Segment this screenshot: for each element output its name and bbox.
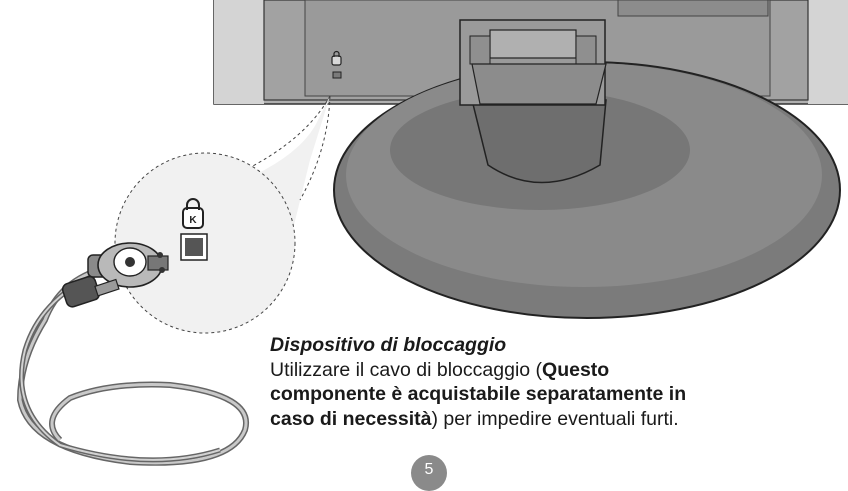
caption-bold-3: caso di necessità	[270, 407, 432, 430]
cable-lock	[16, 242, 250, 466]
monitor-stand	[333, 19, 841, 319]
monitor-lock-illustration: K	[16, 0, 848, 466]
page-number: 5	[411, 455, 447, 491]
zoom-callout: K	[114, 95, 331, 334]
caption-title: Dispositivo di bloccaggio	[270, 334, 507, 356]
caption-text-tail: ) per impedire eventuali furti.	[431, 407, 679, 430]
caption-bold-2: componente è acquistabile separatamente …	[270, 383, 687, 405]
caption-bold-1: Questo	[542, 358, 610, 381]
monitor-lock-slot	[331, 50, 342, 79]
svg-text:K: K	[189, 215, 197, 226]
caption-text-line1: Utilizzare il cavo di bloccaggio (	[270, 358, 543, 381]
key	[61, 275, 120, 308]
caption-block: Dispositivo di bloccaggio Utilizzare il …	[270, 333, 750, 431]
